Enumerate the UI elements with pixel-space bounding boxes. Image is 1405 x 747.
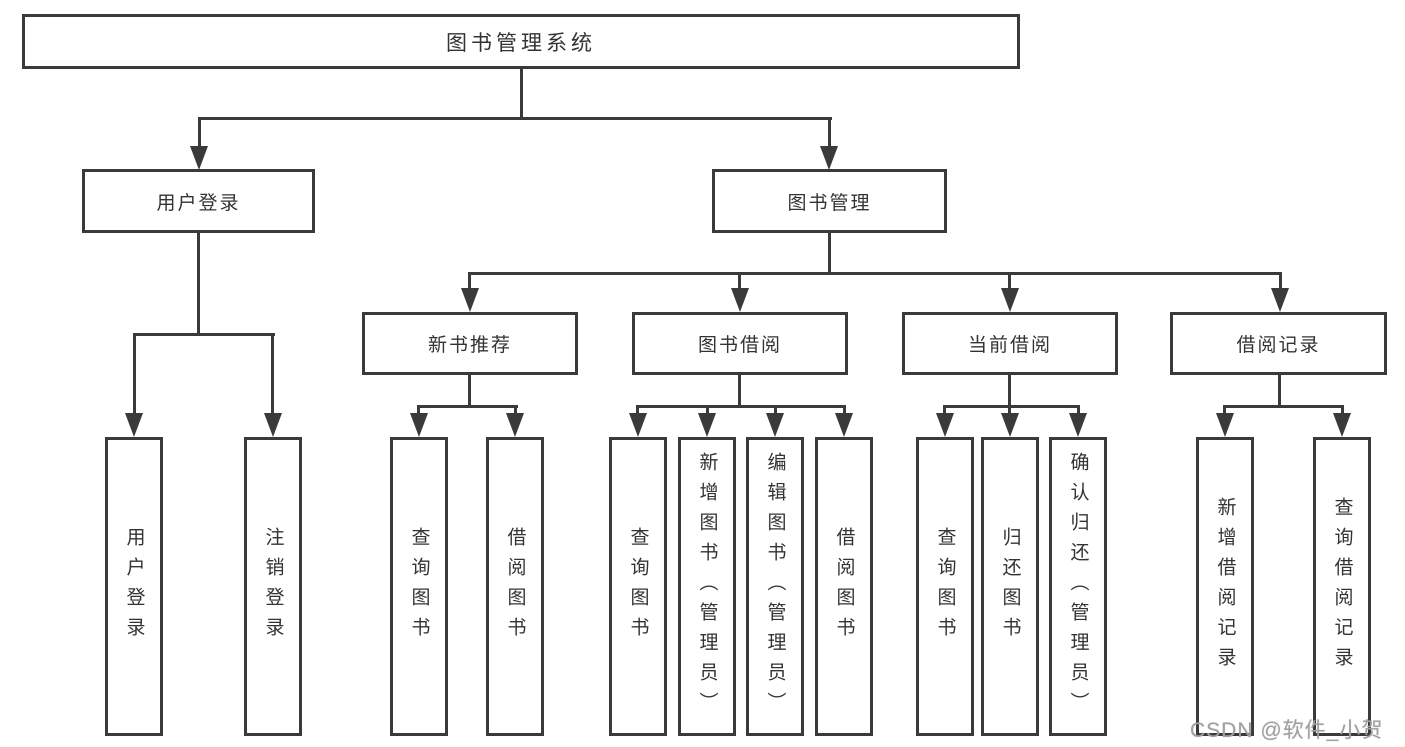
connector-line bbox=[520, 68, 523, 120]
leaf-return-books: 归还图书 bbox=[981, 437, 1039, 736]
node-new-book-recommendation-label: 新书推荐 bbox=[427, 335, 512, 356]
node-book-borrowing: 图书借阅 bbox=[632, 312, 848, 375]
connector-arrow bbox=[1001, 413, 1019, 437]
connector-line bbox=[828, 233, 831, 275]
leaf-query-books-borrowing-label: 查询图书 bbox=[627, 526, 649, 647]
connector-arrow bbox=[1333, 413, 1351, 437]
connector-arrow bbox=[1271, 288, 1289, 312]
leaf-user-login: 用户登录 bbox=[105, 437, 163, 736]
leaf-logout-label: 注销登录 bbox=[262, 526, 284, 647]
connector-arrow bbox=[835, 413, 853, 437]
connector-line bbox=[706, 405, 709, 415]
connector-line bbox=[843, 405, 846, 415]
leaf-logout: 注销登录 bbox=[244, 437, 302, 736]
leaf-borrow-books-recommend-label: 借阅图书 bbox=[504, 526, 526, 647]
connector-arrow bbox=[936, 413, 954, 437]
leaf-query-books-recommend: 查询图书 bbox=[390, 437, 448, 736]
leaf-edit-books-admin: 编辑图书（管理员） bbox=[746, 437, 804, 736]
connector-line bbox=[1223, 405, 1226, 415]
connector-line bbox=[774, 405, 777, 415]
connector-line bbox=[943, 405, 946, 415]
connector-line bbox=[1008, 375, 1011, 408]
leaf-return-books-label: 归还图书 bbox=[999, 526, 1021, 647]
connector-arrow bbox=[731, 288, 749, 312]
connector-line bbox=[738, 272, 741, 290]
node-book-borrowing-label: 图书借阅 bbox=[697, 335, 782, 356]
leaf-query-books-current-label: 查询图书 bbox=[934, 526, 956, 647]
node-book-management-label: 图书管理 bbox=[787, 192, 872, 214]
connector-line bbox=[197, 233, 200, 336]
connector-arrow bbox=[461, 288, 479, 312]
node-book-management: 图书管理 bbox=[712, 169, 947, 233]
leaf-borrow-books-label: 借阅图书 bbox=[833, 526, 855, 647]
connector-arrow bbox=[506, 413, 524, 437]
connector-line bbox=[1077, 405, 1080, 415]
connector-arrow bbox=[125, 413, 143, 437]
leaf-user-login-label: 用户登录 bbox=[123, 526, 145, 647]
node-new-book-recommendation: 新书推荐 bbox=[362, 312, 578, 375]
connector-arrow bbox=[410, 413, 428, 437]
connector-line bbox=[738, 375, 741, 408]
leaf-add-books-admin-label: 新增图书（管理员） bbox=[696, 451, 718, 722]
leaf-query-books-recommend-label: 查询图书 bbox=[408, 526, 430, 647]
connector-line bbox=[198, 117, 201, 147]
leaf-query-borrow-record-label: 查询借阅记录 bbox=[1331, 496, 1353, 677]
connector-line bbox=[417, 405, 518, 408]
connector-line bbox=[133, 333, 136, 415]
leaf-query-borrow-record: 查询借阅记录 bbox=[1313, 437, 1371, 736]
connector-line bbox=[636, 405, 639, 415]
connector-line bbox=[198, 117, 832, 120]
leaf-borrow-books: 借阅图书 bbox=[815, 437, 873, 736]
connector-line bbox=[514, 405, 517, 415]
connector-arrow bbox=[1001, 288, 1019, 312]
leaf-query-books-borrowing: 查询图书 bbox=[609, 437, 667, 736]
watermark: CSDN @软件_小贺同学 bbox=[1190, 719, 1384, 742]
connector-line bbox=[417, 405, 420, 415]
leaf-add-borrow-record: 新增借阅记录 bbox=[1196, 437, 1254, 736]
node-borrowing-records: 借阅记录 bbox=[1170, 312, 1387, 375]
leaf-query-books-current: 查询图书 bbox=[916, 437, 974, 736]
connector-line bbox=[1278, 375, 1281, 408]
connector-line bbox=[1341, 405, 1344, 415]
leaf-edit-books-admin-label: 编辑图书（管理员） bbox=[764, 451, 786, 722]
connector-line bbox=[468, 272, 1282, 275]
connector-line bbox=[828, 117, 831, 147]
leaf-add-books-admin: 新增图书（管理员） bbox=[678, 437, 736, 736]
connector-line bbox=[1279, 272, 1282, 290]
node-borrowing-records-label: 借阅记录 bbox=[1236, 335, 1321, 356]
node-current-borrowing-label: 当前借阅 bbox=[967, 335, 1052, 356]
node-user-login: 用户登录 bbox=[82, 169, 315, 233]
leaf-confirm-return-admin-label: 确认归还（管理员） bbox=[1067, 451, 1089, 722]
connector-line bbox=[468, 375, 471, 408]
connector-line bbox=[1008, 405, 1011, 415]
connector-line bbox=[133, 333, 275, 336]
connector-arrow bbox=[1069, 413, 1087, 437]
connector-arrow bbox=[190, 146, 208, 170]
leaf-borrow-books-recommend: 借阅图书 bbox=[486, 437, 544, 736]
node-current-borrowing: 当前借阅 bbox=[902, 312, 1118, 375]
node-root-label: 图书管理系统 bbox=[446, 31, 596, 55]
connector-arrow bbox=[820, 146, 838, 170]
connector-line bbox=[468, 272, 471, 290]
connector-line bbox=[636, 405, 846, 408]
node-user-login-label: 用户登录 bbox=[156, 192, 241, 214]
connector-line bbox=[271, 333, 274, 415]
connector-arrow bbox=[698, 413, 716, 437]
connector-arrow bbox=[1216, 413, 1234, 437]
connector-arrow bbox=[264, 413, 282, 437]
connector-arrow bbox=[629, 413, 647, 437]
connector-arrow bbox=[766, 413, 784, 437]
connector-line bbox=[1223, 405, 1344, 408]
connector-line bbox=[943, 405, 1080, 408]
node-root: 图书管理系统 bbox=[22, 14, 1020, 69]
connector-line bbox=[1008, 272, 1011, 290]
leaf-add-borrow-record-label: 新增借阅记录 bbox=[1214, 496, 1236, 677]
leaf-confirm-return-admin: 确认归还（管理员） bbox=[1049, 437, 1107, 736]
